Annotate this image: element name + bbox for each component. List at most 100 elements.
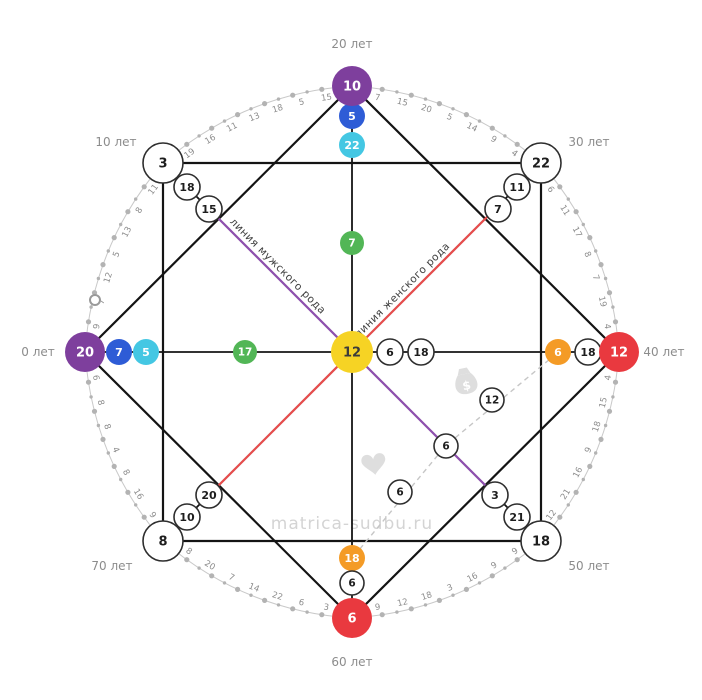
age-70-node: 8 — [142, 520, 184, 562]
node-circle — [339, 545, 365, 571]
node-circle — [195, 195, 223, 223]
node-circle — [484, 195, 512, 223]
node-value: 8 — [158, 535, 167, 550]
arc-dot — [111, 235, 117, 241]
arc-dot — [514, 141, 520, 147]
arc-year-number: 7 — [97, 298, 108, 306]
node-circle — [520, 520, 562, 562]
node-circle — [142, 142, 184, 184]
arc-dot — [603, 423, 608, 428]
arc-dot — [262, 597, 268, 604]
age-20-node: 10 — [332, 66, 372, 106]
arc-dot — [106, 249, 111, 253]
inner-node-11: 11 — [503, 173, 531, 201]
node-circle — [106, 339, 132, 365]
arc-year-number: 9 — [583, 446, 594, 455]
node-circle — [142, 520, 184, 562]
node-value: 22 — [532, 157, 550, 172]
female-lineage-label: линия женского рода — [352, 240, 452, 340]
heart-icon — [361, 453, 386, 475]
arc-year-number: 19 — [596, 295, 608, 308]
arc-dot — [85, 379, 92, 385]
node-circle — [339, 132, 365, 158]
inner-node-3: 3 — [481, 481, 509, 509]
inner-node-7-topright: 7 — [484, 195, 512, 223]
age-label: 30 лет — [568, 135, 609, 149]
node-value: 7 — [115, 346, 123, 359]
age-40-node: 12 — [599, 332, 639, 372]
node-value: 20 — [76, 346, 94, 361]
arc-dot — [594, 249, 598, 253]
arc-year-number: 16 — [203, 133, 217, 147]
node-blue-7: 7 — [106, 339, 132, 365]
arc-dot — [96, 423, 101, 428]
money-line-node-12: 12 — [479, 387, 505, 413]
arc-dot — [134, 503, 138, 507]
node-value: 12 — [343, 346, 361, 361]
node-value: 12 — [485, 395, 500, 407]
node-circle — [545, 339, 571, 365]
arc-dot — [319, 612, 325, 618]
inner-node-18-topleft: 18 — [173, 173, 201, 201]
arc-dot — [184, 141, 190, 147]
arc-dot — [290, 606, 296, 612]
arc-dot — [503, 566, 507, 570]
arc-dot — [557, 184, 563, 190]
arc-dot — [566, 197, 570, 201]
node-value: 6 — [442, 441, 449, 453]
node-circle — [520, 142, 562, 184]
arc-dot — [85, 319, 92, 325]
arc-year-number: 9 — [489, 560, 499, 571]
inner-node-20: 20 — [195, 481, 223, 509]
node-value: 11 — [509, 181, 524, 194]
arc-dot — [612, 319, 619, 325]
node-value: 6 — [396, 487, 403, 499]
arc-dot — [503, 134, 507, 138]
node-value: 3 — [158, 157, 167, 172]
node-value: 10 — [343, 80, 361, 95]
age-label: 60 лет — [331, 655, 372, 669]
arc-dot — [319, 86, 325, 92]
node-orange-18: 18 — [339, 545, 365, 571]
age-label: 40 лет — [643, 345, 684, 359]
arc-dot — [587, 235, 593, 241]
arc-dot — [557, 514, 563, 520]
node-circle — [195, 481, 223, 509]
arc-year-number: 22 — [271, 590, 284, 603]
arc-year-number: 4 — [603, 374, 614, 381]
node-circle — [503, 503, 531, 531]
money-bag-body — [455, 372, 478, 395]
arc-year-number: 11 — [225, 121, 239, 135]
node-circle — [376, 338, 404, 366]
node-cyan-22: 22 — [339, 132, 365, 158]
arc-dot — [594, 451, 598, 455]
node-cyan-5: 5 — [133, 339, 159, 365]
age-60-node: 6 — [332, 598, 372, 638]
arc-year-number: 20 — [420, 103, 433, 116]
arc-dot — [290, 92, 296, 98]
node-value: 7 — [494, 203, 502, 216]
arc-year-number: 6 — [90, 374, 101, 381]
arc-dot — [111, 463, 117, 469]
inner-node-15: 15 — [195, 195, 223, 223]
node-circle — [339, 570, 365, 596]
arc-dot — [119, 222, 123, 227]
node-value: 18 — [532, 535, 550, 550]
arc-year-number: 11 — [147, 182, 161, 197]
money-bag-knot — [457, 367, 471, 376]
arc-dot — [262, 101, 268, 107]
age-label: 50 лет — [568, 559, 609, 573]
arc-dot — [436, 101, 442, 107]
arc-year-number: 15 — [396, 97, 409, 109]
node-value: 18 — [179, 181, 194, 194]
arc-year-number: 8 — [101, 423, 112, 431]
node-circle — [599, 332, 639, 372]
arc-year-number: 8 — [120, 468, 131, 477]
arc-year-number: 8 — [581, 250, 592, 259]
node-circle — [481, 481, 509, 509]
arc-year-number: 7 — [374, 93, 381, 104]
node-circle — [133, 339, 159, 365]
arc-dot — [91, 408, 98, 414]
